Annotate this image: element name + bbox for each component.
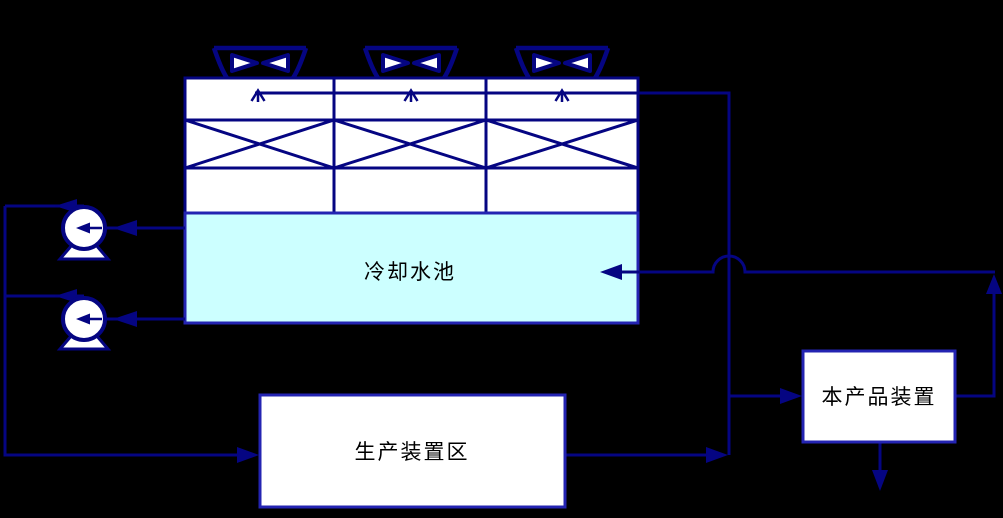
fan-icon bbox=[230, 53, 290, 73]
product-unit: 本产品装置 bbox=[801, 349, 957, 444]
production-area-label: 生产装置区 bbox=[355, 441, 470, 464]
fan-unit-1 bbox=[211, 45, 309, 80]
pipe-riser bbox=[255, 91, 731, 455]
fan-stack bbox=[211, 45, 309, 80]
flow-arrow-icon bbox=[113, 220, 137, 236]
pipes bbox=[3, 91, 1002, 491]
flow-arrow-icon bbox=[986, 274, 1002, 294]
production-area: 生产装置区 bbox=[258, 393, 567, 509]
pool-basin bbox=[183, 211, 640, 325]
fill-x-icon bbox=[333, 118, 487, 170]
fan-stack bbox=[362, 45, 460, 80]
flow-arrow-icon bbox=[76, 313, 90, 325]
flow-arrow-icon bbox=[706, 447, 728, 463]
pool-label: 冷却水池 bbox=[364, 261, 456, 284]
flow-arrow-icon bbox=[76, 222, 90, 234]
flow-arrow-icon bbox=[600, 264, 622, 280]
fan-unit-2 bbox=[362, 45, 460, 80]
cooling-tower bbox=[183, 45, 640, 215]
pipe-product-outlet bbox=[955, 288, 996, 398]
pipe-return-with-hop bbox=[622, 254, 995, 274]
fan-icon bbox=[532, 53, 592, 73]
fan-unit-3 bbox=[513, 45, 611, 80]
flow-arrow-icon bbox=[113, 311, 137, 327]
flow-arrow-icon bbox=[237, 447, 259, 463]
product-unit-box bbox=[801, 349, 957, 444]
fan-icon bbox=[381, 53, 441, 73]
production-area-box bbox=[258, 393, 567, 509]
flow-arrow-icon bbox=[780, 388, 802, 404]
tower-fill-section bbox=[184, 118, 639, 170]
pump-2 bbox=[5, 289, 185, 351]
fan-stack bbox=[513, 45, 611, 80]
fill-x-icon bbox=[485, 118, 639, 170]
pump-1 bbox=[5, 199, 185, 261]
flow-arrow-icon bbox=[872, 470, 888, 491]
pipe-pump-header bbox=[3, 206, 250, 457]
cooling-pool: 冷却水池 bbox=[183, 211, 640, 325]
fill-x-icon bbox=[184, 118, 335, 170]
flow-arrow-icon bbox=[55, 289, 77, 303]
product-unit-label: 本产品装置 bbox=[822, 386, 937, 409]
